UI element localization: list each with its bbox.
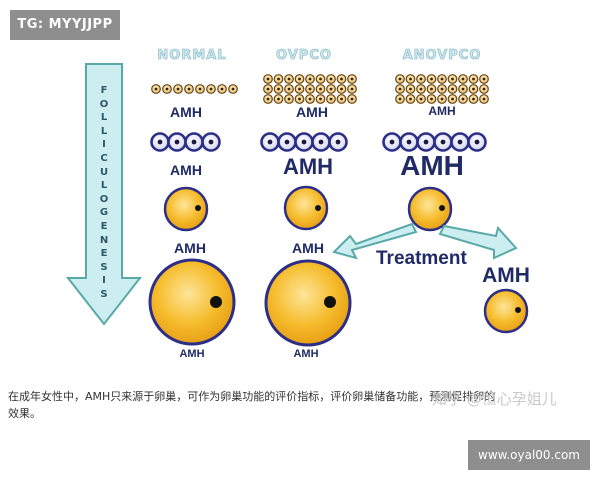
tg-tag: TG: MYYJJPP	[10, 10, 120, 40]
treatment-arrow-right	[438, 224, 518, 260]
amh-ovpco-2: AMH	[282, 154, 334, 179]
treatment-label: Treatment	[376, 248, 467, 269]
caption-line-1: 在成年女性中，AMH只来源于卵巢，可作为卵巢功能的评价指标，评价卵巢储备功能，预…	[8, 390, 496, 403]
dominant-follicle-ovpco	[264, 259, 352, 347]
header-ovpco: OVPCO	[276, 48, 332, 64]
caption-line-2: 效果。	[8, 407, 41, 420]
antral-follicle-normal	[163, 186, 209, 232]
treatment-arrow-left	[332, 222, 418, 260]
follicle-graphics	[148, 74, 529, 347]
amh-normal-1: AMH	[170, 104, 202, 120]
folliculogenesis-arrow	[66, 63, 143, 326]
primordial-rows-anovpco	[395, 74, 489, 104]
antral-follicle-anovpco	[407, 186, 453, 232]
treated-follicle-anovpco	[483, 288, 529, 334]
zhihu-watermark: 知乎 @恒心孕姐儿	[432, 390, 557, 408]
amh-normal-2: AMH	[170, 162, 202, 178]
amh-anovpco-treated: AMH	[482, 264, 530, 287]
amh-ovpco-4: AMH	[293, 348, 319, 360]
amh-anovpco-1: AMH	[428, 104, 456, 118]
preantral-row-anovpco	[382, 132, 487, 152]
amh-anovpco-2: AMH	[400, 150, 464, 181]
primordial-row-normal	[151, 84, 238, 94]
amh-normal-3: AMH	[174, 240, 206, 256]
preantral-row-normal	[150, 132, 221, 152]
amh-ovpco-3: AMH	[292, 240, 324, 256]
caption: 在成年女性中，AMH只来源于卵巢，可作为卵巢功能的评价指标，评价卵巢储备功能，预…	[8, 388, 598, 422]
header-anovpco: ANOVPCO	[402, 48, 482, 64]
primordial-rows-ovpco	[263, 74, 357, 104]
antral-follicle-ovpco	[283, 185, 329, 231]
header-normal: NORMAL	[157, 48, 227, 64]
url-tag: www.oyal00.com	[468, 440, 590, 470]
amh-normal-4: AMH	[179, 348, 205, 360]
dominant-follicle-normal	[148, 258, 236, 346]
amh-ovpco-1: AMH	[296, 104, 328, 120]
preantral-row-ovpco	[260, 132, 348, 152]
